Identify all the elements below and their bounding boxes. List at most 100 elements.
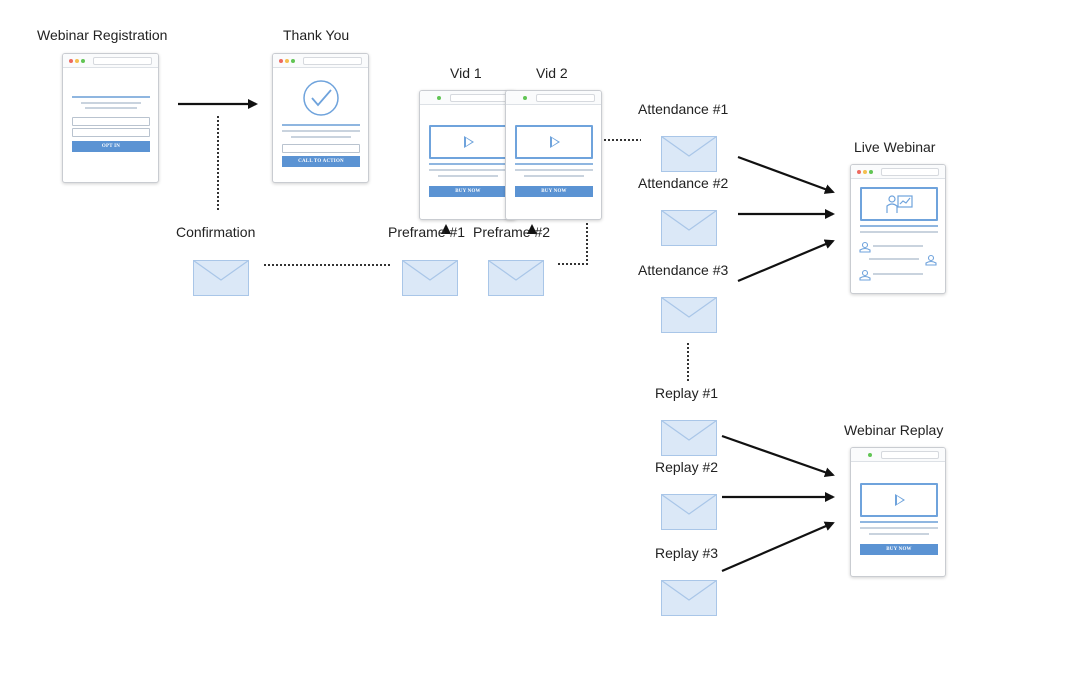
arrow-replay1-to-webinar-replay bbox=[721, 434, 835, 478]
person-icon bbox=[859, 241, 871, 253]
envelope-icon bbox=[661, 297, 717, 333]
play-icon[interactable] bbox=[464, 136, 474, 148]
label-confirmation: Confirmation bbox=[176, 224, 256, 240]
label-preframe2: Preframe #2 bbox=[473, 224, 551, 240]
label-attendance2: Attendance #2 bbox=[638, 175, 729, 191]
buy-now-button[interactable]: BUY NOW bbox=[860, 544, 938, 555]
maximize-dot-icon bbox=[523, 96, 527, 100]
webinar-replay-page: BUY NOW bbox=[850, 447, 946, 577]
browser-chrome bbox=[420, 91, 515, 105]
label-thank-you: Thank You bbox=[283, 27, 350, 43]
arrow-attendance1-to-live bbox=[737, 155, 835, 194]
envelope-icon bbox=[661, 420, 717, 456]
text-line bbox=[869, 533, 929, 535]
label-webinar-registration: Webinar Registration bbox=[37, 27, 168, 43]
call-to-action-button[interactable]: CALL TO ACTION bbox=[282, 156, 360, 167]
label-vid1: Vid 1 bbox=[450, 65, 482, 81]
opt-in-button[interactable]: OPT IN bbox=[72, 141, 150, 152]
label-preframe1: Preframe #1 bbox=[388, 224, 466, 240]
text-line bbox=[860, 231, 938, 233]
close-dot-icon bbox=[279, 59, 283, 63]
label-attendance1: Attendance #1 bbox=[638, 101, 729, 117]
label-live-webinar: Live Webinar bbox=[854, 139, 936, 155]
url-bar bbox=[303, 57, 362, 65]
text-line bbox=[860, 527, 938, 529]
text-line bbox=[429, 169, 507, 171]
label-replay2: Replay #2 bbox=[655, 459, 719, 475]
text-line bbox=[291, 136, 351, 138]
maximize-dot-icon bbox=[869, 170, 873, 174]
person-icon bbox=[925, 254, 937, 266]
play-icon[interactable] bbox=[895, 494, 905, 506]
presentation-screen bbox=[860, 187, 938, 221]
headline-bar bbox=[72, 96, 150, 98]
buy-now-button[interactable]: BUY NOW bbox=[429, 186, 507, 197]
browser-chrome bbox=[506, 91, 601, 105]
text-line bbox=[438, 175, 498, 177]
envelope-icon bbox=[661, 136, 717, 172]
label-webinar-replay: Webinar Replay bbox=[844, 422, 944, 438]
arrow-attendance3-to-live bbox=[737, 239, 835, 283]
url-bar bbox=[881, 168, 939, 176]
url-bar bbox=[536, 94, 595, 102]
vid1-page: BUY NOW bbox=[419, 90, 516, 220]
text-line bbox=[515, 169, 593, 171]
label-replay1: Replay #1 bbox=[655, 385, 719, 401]
headline-bar bbox=[860, 225, 938, 227]
url-bar bbox=[450, 94, 509, 102]
chat-line bbox=[873, 245, 923, 247]
input-field[interactable] bbox=[282, 144, 360, 153]
chat-line bbox=[873, 273, 923, 275]
text-line bbox=[282, 130, 360, 132]
browser-chrome bbox=[273, 54, 368, 68]
name-field[interactable] bbox=[72, 117, 150, 126]
arrow-replay3-to-webinar-replay bbox=[721, 521, 835, 573]
label-replay3: Replay #3 bbox=[655, 545, 719, 561]
browser-chrome bbox=[851, 448, 945, 462]
envelope-icon bbox=[661, 210, 717, 246]
text-line bbox=[81, 102, 141, 104]
maximize-dot-icon bbox=[81, 59, 85, 63]
maximize-dot-icon bbox=[437, 96, 441, 100]
minimize-dot-icon bbox=[863, 170, 867, 174]
label-attendance3: Attendance #3 bbox=[638, 262, 729, 278]
maximize-dot-icon bbox=[868, 453, 872, 457]
minimize-dot-icon bbox=[285, 59, 289, 63]
text-line bbox=[524, 175, 584, 177]
headline-bar bbox=[515, 163, 593, 165]
close-dot-icon bbox=[69, 59, 73, 63]
headline-bar bbox=[282, 124, 360, 126]
thank-you-page: CALL TO ACTION bbox=[272, 53, 369, 183]
video-player[interactable] bbox=[515, 125, 593, 159]
video-player[interactable] bbox=[860, 483, 938, 517]
play-icon[interactable] bbox=[550, 136, 560, 148]
maximize-dot-icon bbox=[291, 59, 295, 63]
dotted-preframe2-to-vid2 bbox=[558, 221, 588, 265]
browser-chrome bbox=[851, 165, 945, 179]
email-field[interactable] bbox=[72, 128, 150, 137]
text-line bbox=[85, 107, 137, 109]
envelope-icon bbox=[193, 260, 249, 296]
live-webinar-page bbox=[850, 164, 946, 294]
url-bar bbox=[881, 451, 939, 459]
label-vid2: Vid 2 bbox=[536, 65, 568, 81]
url-bar bbox=[93, 57, 152, 65]
browser-chrome bbox=[63, 54, 158, 68]
envelope-icon bbox=[402, 260, 458, 296]
person-icon bbox=[859, 269, 871, 281]
presentation-icon bbox=[886, 195, 913, 213]
headline-bar bbox=[860, 521, 938, 523]
envelope-icon bbox=[661, 580, 717, 616]
vid2-page: BUY NOW bbox=[505, 90, 602, 220]
close-dot-icon bbox=[857, 170, 861, 174]
envelope-icon bbox=[488, 260, 544, 296]
chat-line bbox=[869, 258, 919, 260]
buy-now-button[interactable]: BUY NOW bbox=[515, 186, 593, 197]
checkmark-icon bbox=[303, 80, 339, 116]
video-player[interactable] bbox=[429, 125, 507, 159]
headline-bar bbox=[429, 163, 507, 165]
minimize-dot-icon bbox=[75, 59, 79, 63]
envelope-icon bbox=[661, 494, 717, 530]
